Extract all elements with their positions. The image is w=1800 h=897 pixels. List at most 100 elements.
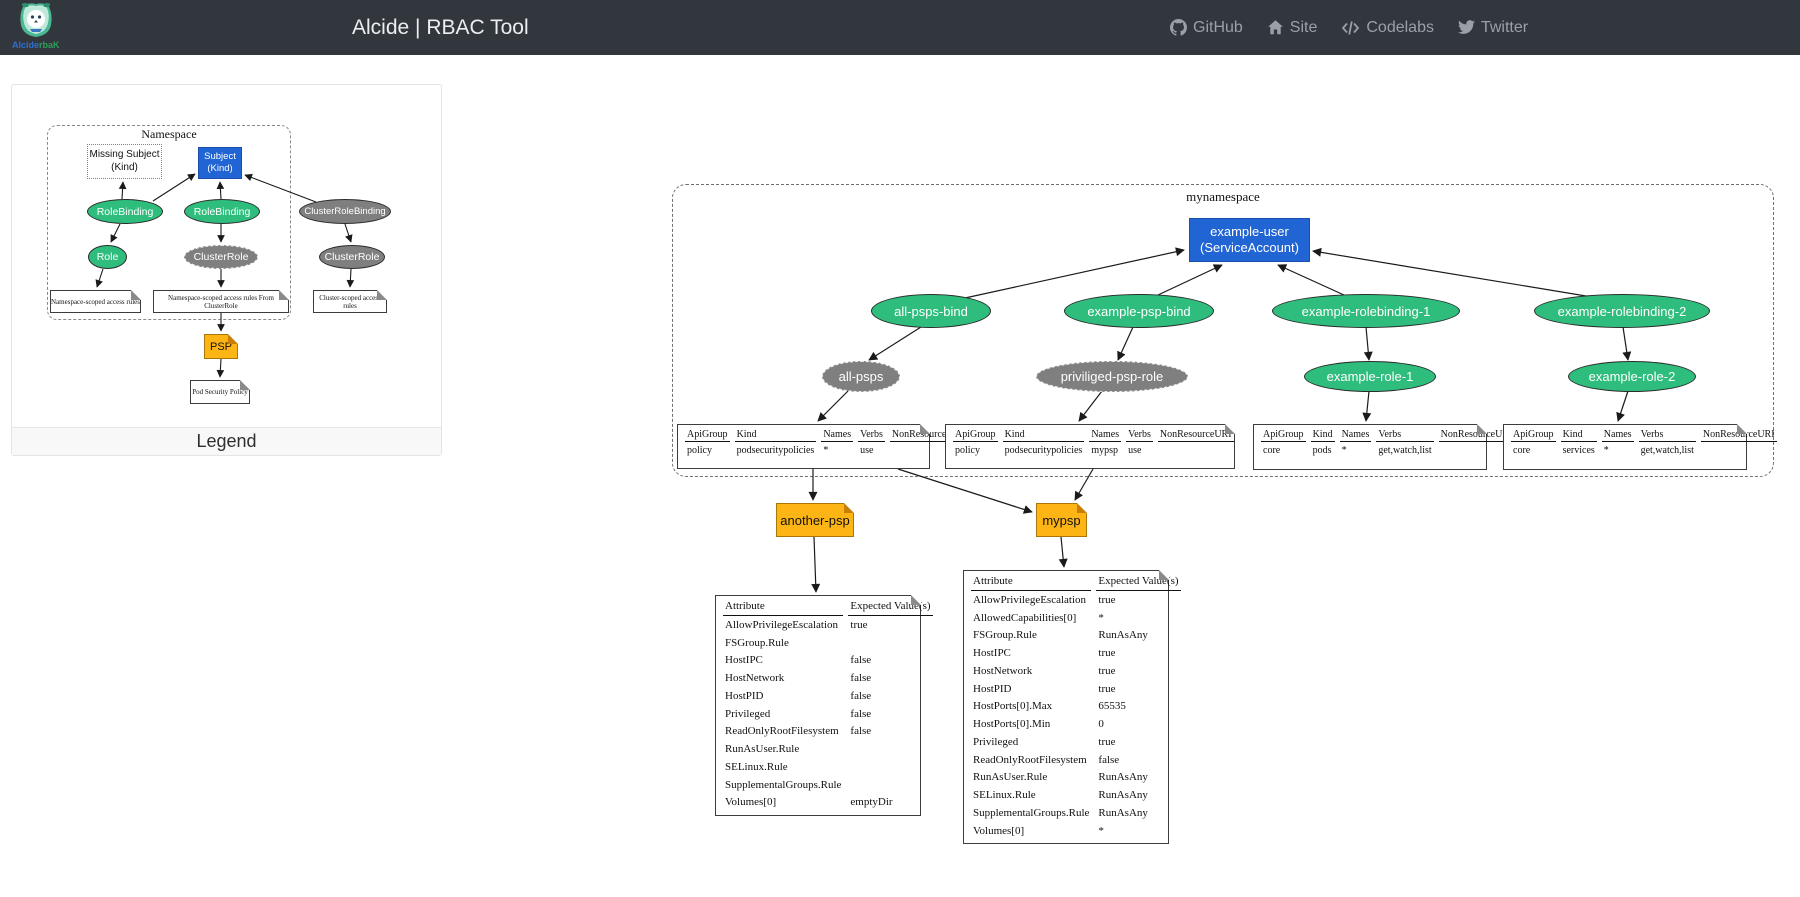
table-cell xyxy=(848,778,932,794)
table-cell: HostNetwork xyxy=(725,672,785,684)
nav-link-codelabs[interactable]: Codelabs xyxy=(1341,19,1434,37)
brand-logo[interactable]: AlciderbaK xyxy=(12,1,60,50)
node-subject: Subject (Kind) xyxy=(198,147,242,179)
table-row: SELinux.Rule xyxy=(723,760,933,776)
column-header: NonResourceURI xyxy=(1700,429,1777,442)
node-missing-subject: Missing Subject (Kind) xyxy=(87,144,162,179)
column-header: Verbs xyxy=(1376,429,1434,442)
mynamespace-cluster-label: mynamespace xyxy=(1186,189,1260,204)
node-label: (Kind) xyxy=(207,163,233,174)
node-all-psps-bind: all-psps-bind xyxy=(871,294,991,328)
table-cell: SupplementalGroups.Rule xyxy=(973,806,1090,819)
brand-rbak: rbaK xyxy=(39,40,60,50)
note-label: Pod Security Policy xyxy=(192,388,248,396)
nav-link-label: GitHub xyxy=(1193,18,1243,36)
table-cell: podsecuritypolicies xyxy=(736,445,815,456)
column-header: ApiGroup xyxy=(953,429,998,442)
table-row: AllowPrivilegeEscalation true xyxy=(723,618,933,634)
node-clusterrolebinding: ClusterRoleBinding xyxy=(299,199,391,224)
node-label: (ServiceAccount) xyxy=(1200,240,1299,255)
table-cell: AllowPrivilegeEscalation xyxy=(725,618,839,631)
table-cell: true xyxy=(1098,735,1116,748)
node-example-user: example-user (ServiceAccount) xyxy=(1189,218,1310,262)
table-cell xyxy=(1158,444,1234,457)
node-label: Missing Subject xyxy=(89,149,160,160)
table-cell: get,watch,list xyxy=(1378,445,1432,456)
table-cell: get,watch,list xyxy=(1640,445,1694,456)
table-cell: false xyxy=(1098,753,1120,766)
table-cell: AllowPrivilegeEscalation xyxy=(973,593,1087,606)
nav-link-twitter[interactable]: Twitter xyxy=(1457,19,1528,37)
column-header: Names xyxy=(821,429,854,442)
nav-link-site[interactable]: Site xyxy=(1267,19,1317,37)
column-header: Names xyxy=(1339,429,1372,442)
table-cell: SELinux.Rule xyxy=(973,789,1036,801)
column-header: Kind xyxy=(1310,429,1335,442)
node-example-role-1: example-role-1 xyxy=(1304,361,1436,392)
node-example-role-2: example-role-2 xyxy=(1568,361,1696,392)
node-priviliged-psp-role: priviliged-psp-role xyxy=(1036,361,1188,392)
table-cell xyxy=(1701,444,1777,457)
table-cell xyxy=(848,636,932,652)
table-cell: policy xyxy=(955,445,980,456)
table-cell: RunAsUser.Rule xyxy=(973,771,1048,784)
table-cell: RunAsAny xyxy=(1098,789,1148,801)
brand-text: AlciderbaK xyxy=(12,41,60,50)
table-cell: HostPID xyxy=(973,682,1012,695)
table-cell: emptyDir xyxy=(850,796,893,809)
note-label: Cluster-scoped access rules xyxy=(319,293,381,310)
node-another-psp: another-psp xyxy=(776,503,854,537)
note-label: Namespace-scoped access rules From Clust… xyxy=(168,293,274,310)
node-example-psp-bind: example-psp-bind xyxy=(1064,294,1214,328)
legend-cluster-label: Namespace xyxy=(141,127,197,141)
column-header: Kind xyxy=(1560,429,1597,442)
column-header: Verbs xyxy=(1638,429,1696,442)
page-title: Alcide | RBAC Tool xyxy=(352,16,529,39)
table-cell: RunAsAny xyxy=(1098,806,1148,819)
node-psp: PSP xyxy=(204,334,238,359)
column-header: Names xyxy=(1601,429,1634,442)
mynamespace-cluster xyxy=(672,184,1774,477)
legend-namespace-cluster xyxy=(47,125,291,320)
table-cell: pods xyxy=(1312,445,1332,456)
twitter-icon xyxy=(1457,20,1475,34)
table-cell: Volumes[0] xyxy=(725,796,777,809)
node-rolebinding-2: RoleBinding xyxy=(184,199,260,224)
table-cell: false xyxy=(850,707,872,720)
note-namespace-scoped-rules: Namespace-scoped access rules xyxy=(50,290,141,313)
table-row: FSGroup.Rule xyxy=(723,636,933,652)
note-label: Namespace-scoped access rules xyxy=(51,297,141,306)
table-cell: AllowedCapabilities[0] xyxy=(973,611,1077,624)
table-cell: Volumes[0] xyxy=(973,824,1025,837)
nav-link-label: Codelabs xyxy=(1366,18,1434,36)
table-cell: ReadOnlyRootFilesystem xyxy=(973,753,1087,766)
table-cell: true xyxy=(1098,664,1116,677)
table-cell: SELinux.Rule xyxy=(725,760,788,773)
table-cell: true xyxy=(850,618,868,631)
table-cell: RunAsUser.Rule xyxy=(725,743,800,755)
table-row: SupplementalGroups.Rule xyxy=(723,778,933,794)
nav-link-github[interactable]: GitHub xyxy=(1170,19,1243,37)
note-namespace-scoped-rules-from-clusterrole: Namespace-scoped access rules From Clust… xyxy=(153,290,289,313)
table-cell: 0 xyxy=(1098,718,1104,730)
column-header: Expected Value(s) xyxy=(1096,575,1181,591)
table-cell: true xyxy=(1098,682,1116,695)
